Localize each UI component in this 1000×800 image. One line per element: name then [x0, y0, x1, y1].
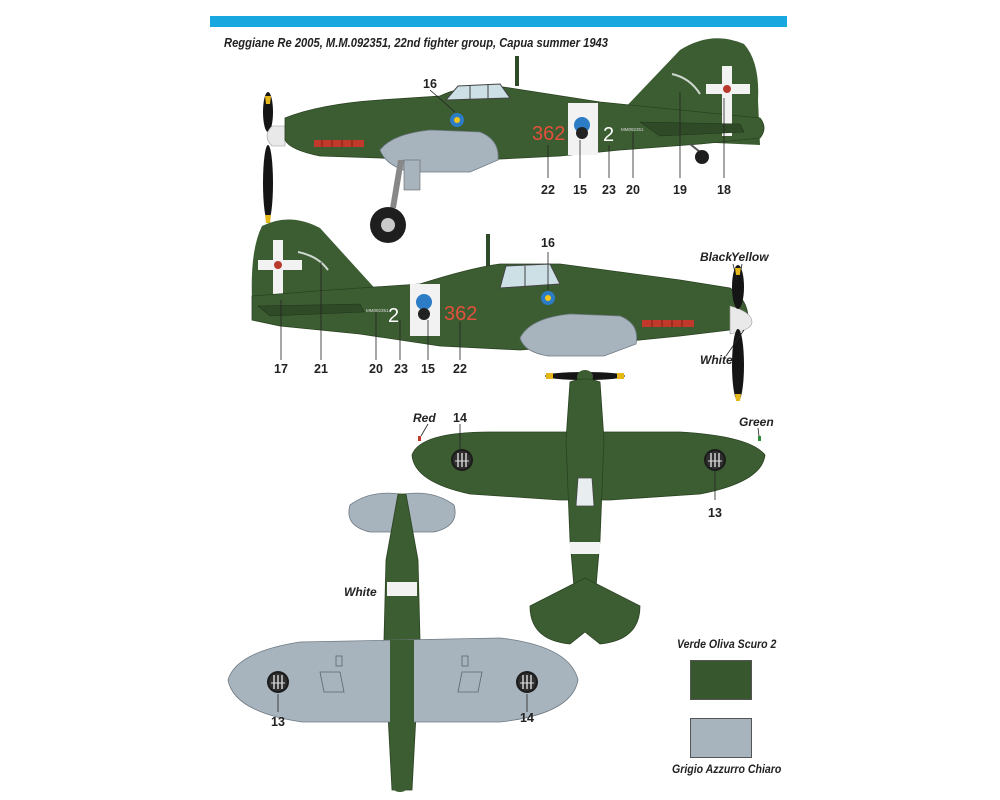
callout-15: 15	[573, 183, 587, 197]
serial-right: MM092351	[366, 308, 389, 313]
callout-14-bottom: 14	[520, 711, 534, 725]
profile-caption: Reggiane Re 2005, M.M.092351, 22nd fight…	[224, 35, 608, 50]
note-white-spinner: White	[700, 353, 733, 367]
bottom-view: 13 14 White	[227, 492, 579, 792]
note-white-band: White	[344, 585, 377, 599]
callout-19: 19	[673, 183, 687, 197]
top-view: 14 13 Red Green	[411, 370, 774, 645]
aircraft-number-right: 2	[388, 305, 399, 327]
callout-20: 20	[626, 183, 640, 197]
note-red: Red	[413, 411, 436, 425]
callout-13-top: 13	[708, 506, 722, 520]
callout-16-right: 16	[541, 236, 555, 250]
aircraft-number-left: 2	[603, 124, 614, 146]
callout-22: 22	[541, 183, 555, 197]
callout-14-top: 14	[453, 411, 467, 425]
swatch-verde-oliva	[690, 660, 752, 700]
callout-13-bottom: 13	[271, 715, 285, 729]
note-black: Black	[700, 250, 733, 264]
code-number-right: 362	[444, 303, 477, 325]
callout-23: 23	[602, 183, 616, 197]
header-bar	[210, 16, 787, 27]
code-number-left: 362	[532, 123, 565, 145]
side-profile-left: 362 2 MM092351 16 22 15 23 20 19 18	[263, 38, 765, 243]
swatch-grigio-azzurro	[690, 718, 752, 758]
callout-23-right: 23	[394, 362, 408, 376]
callout-18: 18	[717, 183, 731, 197]
side-profile-right: 2 362 MM092351 16 17 21 20 23 15 22 Blac…	[251, 219, 769, 401]
callout-21: 21	[314, 362, 328, 376]
swatch-label-verde: Verde Oliva Scuro 2	[677, 637, 777, 651]
swatch-label-grigio: Grigio Azzurro Chiaro	[672, 762, 782, 776]
note-green: Green	[739, 415, 774, 429]
callout-17: 17	[274, 362, 288, 376]
serial-left: MM092351	[621, 127, 644, 132]
callout-15-right: 15	[421, 362, 435, 376]
callout-16: 16	[423, 77, 437, 91]
note-yellow: Yellow	[731, 250, 769, 264]
callout-22-right: 22	[453, 362, 467, 376]
callout-20-right: 20	[369, 362, 383, 376]
